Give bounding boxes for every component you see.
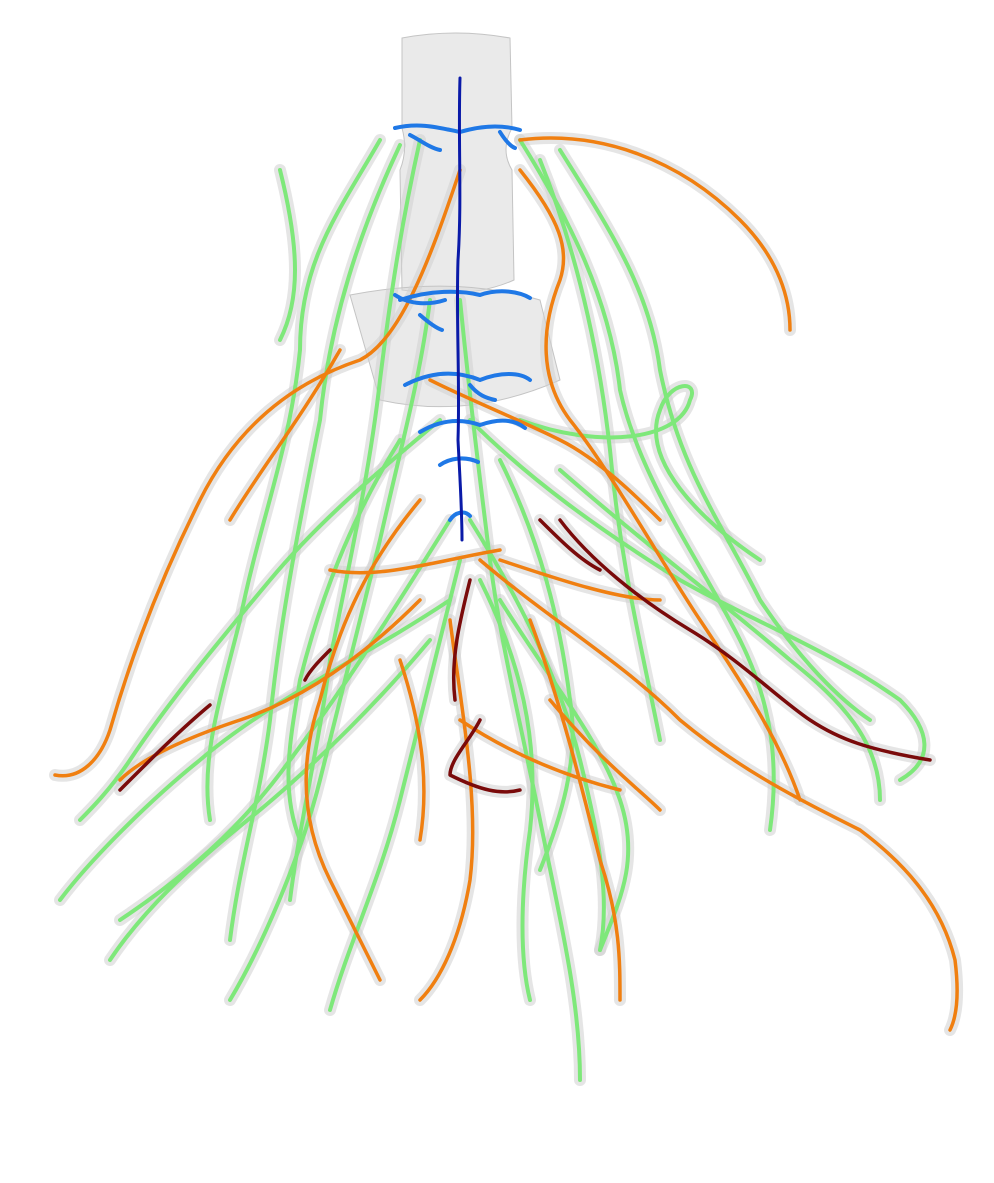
green-root xyxy=(278,168,297,342)
green-root xyxy=(78,418,442,822)
green-root xyxy=(498,598,631,952)
orange-root xyxy=(518,136,792,332)
green-root xyxy=(538,158,662,742)
dark-red-roots-layer xyxy=(118,518,932,794)
orange-root xyxy=(458,718,622,792)
green-root xyxy=(286,438,402,842)
dark-red-root xyxy=(118,703,212,792)
primary-root-layer xyxy=(455,76,464,542)
orange-root xyxy=(528,618,622,1002)
green-root xyxy=(518,384,762,562)
crown-root-whorl xyxy=(398,289,532,302)
orange-root xyxy=(418,618,475,1002)
green-root xyxy=(518,138,776,832)
crown-root-whorl xyxy=(498,130,517,150)
orange-root xyxy=(228,348,342,522)
orange-root xyxy=(518,168,802,802)
green-root xyxy=(328,558,462,1012)
root-halo xyxy=(54,594,456,906)
orange-root xyxy=(304,498,422,982)
crown-root-whorl xyxy=(418,313,444,332)
green-root xyxy=(558,468,882,802)
dark-red-root xyxy=(451,578,472,702)
green-root xyxy=(205,138,382,822)
crown-root-whorl xyxy=(418,418,527,434)
orange-root xyxy=(398,658,426,842)
green-root xyxy=(468,518,606,952)
orange-root xyxy=(53,168,462,778)
crown-root-whorl xyxy=(408,133,442,152)
orange-root xyxy=(478,558,959,1032)
dark-red-root xyxy=(303,648,332,682)
orange-root xyxy=(548,698,662,812)
crown-root-whorl xyxy=(403,371,532,387)
orange-root xyxy=(118,598,422,782)
crown-root-whorl xyxy=(468,383,497,402)
green-root xyxy=(468,418,927,782)
green-root xyxy=(478,578,535,1002)
orange-root xyxy=(428,378,662,522)
dark-red-root xyxy=(538,518,602,572)
dark-red-root xyxy=(448,718,522,794)
orange-roots-layer xyxy=(53,136,959,1032)
dark-red-root xyxy=(558,518,932,762)
crown-root-whorl xyxy=(393,293,447,306)
orange-root xyxy=(328,548,502,575)
green-roots-layer xyxy=(58,138,927,1082)
green-root xyxy=(58,598,452,902)
green-root xyxy=(108,638,432,962)
green-root xyxy=(558,148,872,722)
green-root xyxy=(498,458,575,872)
green-root xyxy=(458,298,582,1082)
primary-root xyxy=(455,76,464,542)
